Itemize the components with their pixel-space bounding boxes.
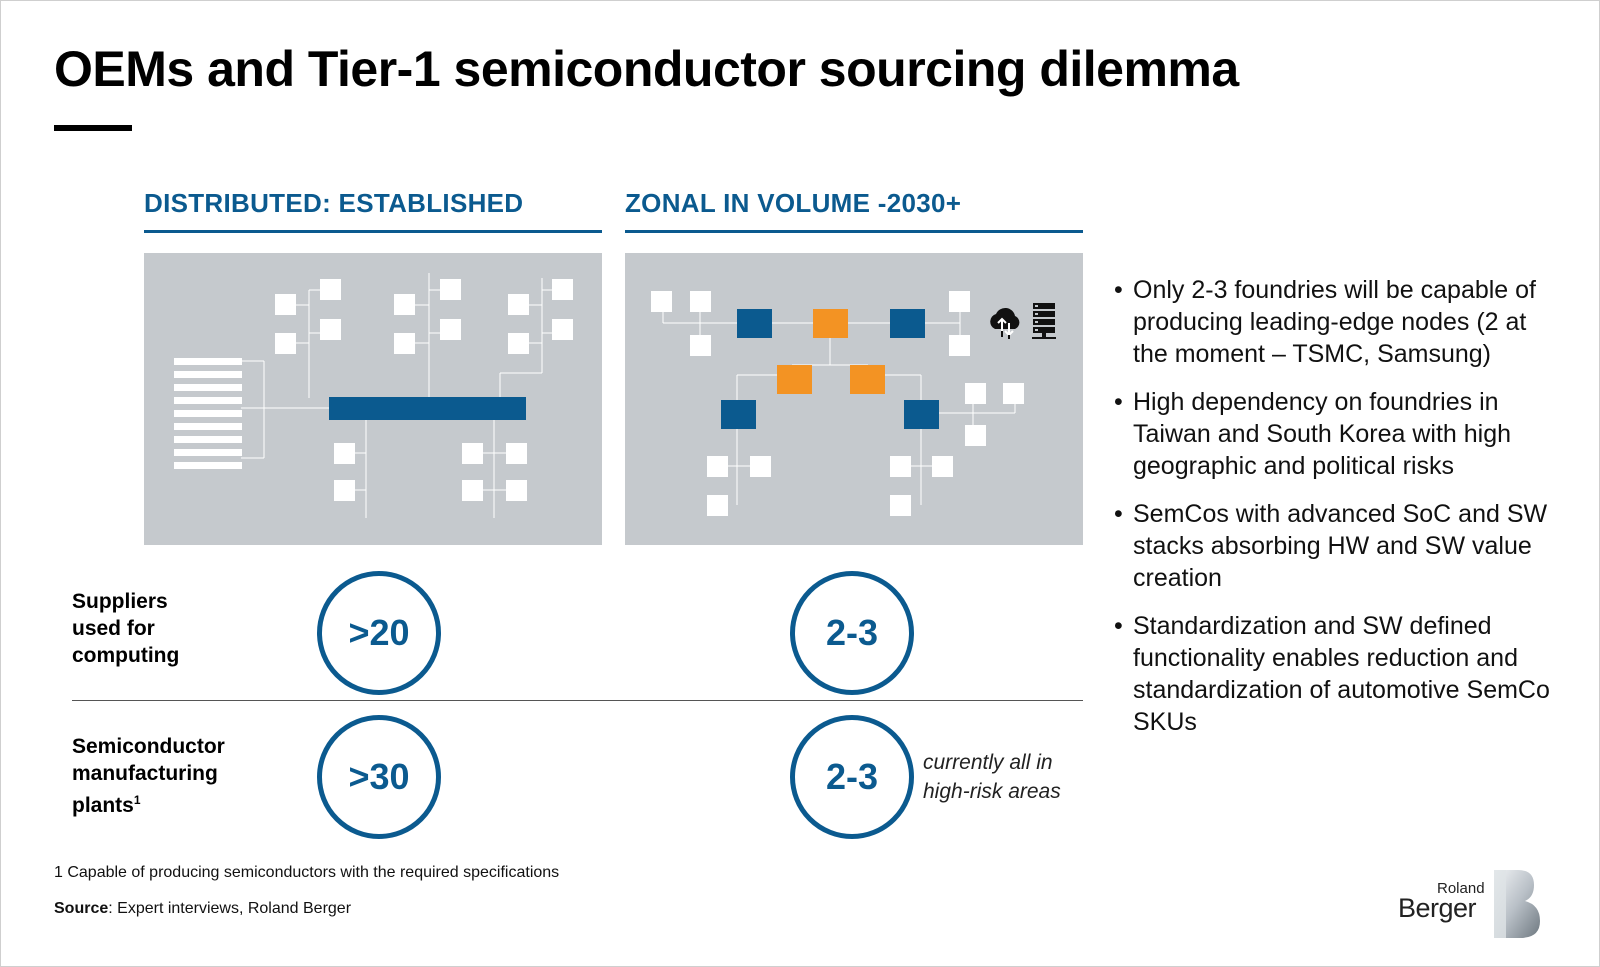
distributed-architecture-diagram bbox=[144, 253, 602, 545]
note-line: high-risk areas bbox=[923, 780, 1061, 803]
bullet-item: Only 2-3 foundries will be capable of pr… bbox=[1114, 274, 1553, 370]
cloud-sync-icon bbox=[990, 307, 1020, 339]
footnote: 1 Capable of producing semiconductors wi… bbox=[54, 864, 560, 881]
page-title: OEMs and Tier-1 semiconductor sourcing d… bbox=[54, 41, 1239, 97]
row-label-plants: Semiconductor manufacturing plants1 bbox=[72, 733, 225, 819]
row-label-line: manufacturing bbox=[72, 762, 218, 785]
high-risk-note: currently all in high-risk areas bbox=[923, 748, 1061, 806]
key-points-list: Only 2-3 foundries will be capable of pr… bbox=[1114, 274, 1553, 754]
title-underline bbox=[54, 125, 132, 131]
server-icon bbox=[1032, 303, 1056, 339]
plants-zonal-value: 2-3 bbox=[790, 715, 914, 839]
zonal-architecture-diagram bbox=[625, 253, 1083, 545]
source-text: : Expert interviews, Roland Berger bbox=[108, 900, 352, 917]
row-label-line: computing bbox=[72, 644, 180, 667]
suppliers-zonal-value: 2-3 bbox=[790, 571, 914, 695]
row-label-line: Suppliers bbox=[72, 590, 168, 613]
source-line: Source: Expert interviews, Roland Berger bbox=[54, 900, 351, 918]
row-label-suppliers: Suppliers used for computing bbox=[72, 588, 179, 669]
bullet-item: Standardization and SW defined functiona… bbox=[1114, 610, 1553, 738]
plants-distributed-value: >30 bbox=[317, 715, 441, 839]
row-label-text: plants bbox=[72, 794, 134, 817]
logo-wordmark-roland: Roland bbox=[1437, 880, 1485, 897]
source-label: Source bbox=[54, 900, 109, 917]
column-rule-distributed bbox=[144, 230, 602, 233]
roland-berger-logo-icon bbox=[1494, 870, 1540, 938]
bullet-item: High dependency on foundries in Taiwan a… bbox=[1114, 386, 1553, 482]
column-heading-distributed: DISTRIBUTED: ESTABLISHED bbox=[144, 188, 524, 218]
suppliers-distributed-value: >20 bbox=[317, 571, 441, 695]
column-heading-zonal: ZONAL IN VOLUME -2030+ bbox=[625, 188, 962, 218]
row-label-line: Semiconductor bbox=[72, 735, 225, 758]
row-divider bbox=[72, 700, 1083, 701]
row-label-line: used for bbox=[72, 617, 155, 640]
column-rule-zonal bbox=[625, 230, 1083, 233]
bullet-item: SemCos with advanced SoC and SW stacks a… bbox=[1114, 498, 1553, 594]
note-line: currently all in bbox=[923, 751, 1053, 774]
row-label-line: plants1 bbox=[72, 787, 225, 819]
footnote-marker: 1 bbox=[133, 793, 141, 807]
logo-wordmark-berger: Berger bbox=[1398, 893, 1477, 923]
